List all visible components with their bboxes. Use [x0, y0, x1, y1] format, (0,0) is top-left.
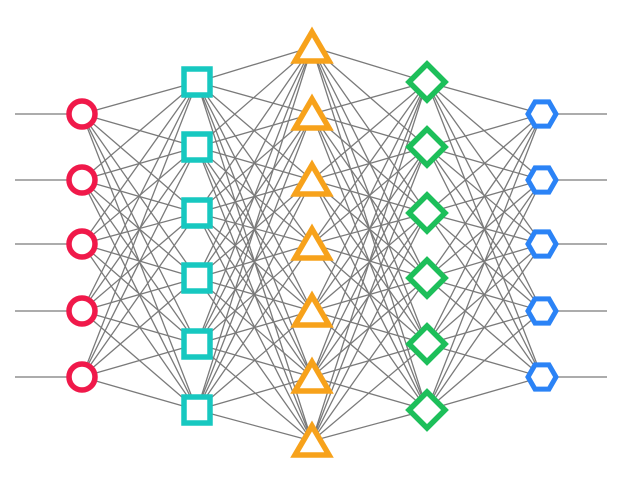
square-node [181, 328, 213, 360]
circle-node [66, 98, 98, 130]
connection-edge [196, 46, 313, 279]
square-node [181, 197, 213, 229]
connection-edge [196, 277, 313, 442]
circle-node [66, 295, 98, 327]
connection-edge [426, 113, 543, 279]
connection-edge [196, 243, 313, 411]
connection-edge [311, 81, 428, 312]
connection-edge [81, 81, 198, 115]
connection-edge [311, 81, 428, 442]
connection-edge [81, 212, 198, 378]
connection-edge [426, 243, 543, 411]
triangle-node [290, 223, 334, 261]
triangle-node [290, 26, 334, 64]
connection-edge [311, 81, 428, 115]
connection-edge [196, 46, 313, 214]
diamond-node [405, 60, 449, 104]
connection-edge [426, 81, 543, 115]
connection-edge [196, 409, 313, 442]
connection-edge [81, 376, 198, 411]
connection-edge [81, 81, 198, 245]
connection-edge [426, 113, 543, 411]
circle-node [66, 228, 98, 260]
connection-edge [196, 81, 313, 115]
connection-edge [81, 146, 198, 378]
hexagon-node [525, 229, 559, 259]
connection-edge [196, 46, 313, 83]
connection-edge [311, 409, 428, 442]
hexagon-node [525, 165, 559, 195]
connection-edge [426, 376, 543, 411]
connection-edge [426, 113, 543, 214]
connection-edge [196, 46, 313, 345]
square-node [181, 131, 213, 163]
connection-edge [426, 310, 543, 411]
diamond-node [405, 256, 449, 300]
connection-edge [196, 46, 313, 411]
connection-edge [81, 81, 198, 312]
connection-edge [311, 212, 428, 442]
connection-edge [311, 46, 428, 83]
connection-edge [81, 343, 198, 378]
connection-edge [311, 81, 428, 245]
connection-edge [311, 343, 428, 442]
connection-edge [311, 81, 428, 181]
diamond-node [405, 191, 449, 235]
square-node [181, 262, 213, 294]
hexagon-node [525, 296, 559, 326]
connection-edge [426, 113, 543, 148]
triangle-node [290, 290, 334, 328]
square-node [181, 66, 213, 98]
square-node [181, 394, 213, 426]
connection-edge [311, 81, 428, 378]
nodes [66, 26, 559, 458]
triangle-node [290, 356, 334, 394]
diamond-node [405, 125, 449, 169]
connection-edge [426, 113, 543, 345]
circle-node [66, 164, 98, 196]
connection-edge [426, 179, 543, 411]
circle-node [66, 361, 98, 393]
connection-edge [81, 81, 198, 378]
connection-edge [81, 81, 198, 181]
connection-edge [311, 277, 428, 442]
hexagon-node [525, 362, 559, 392]
connection-edge [196, 376, 313, 411]
triangle-node [290, 420, 334, 458]
triangle-node [290, 93, 334, 131]
connection-edge [81, 277, 198, 378]
diamond-node [405, 388, 449, 432]
connection-edge [196, 113, 313, 411]
diamond-node [405, 322, 449, 366]
hexagon-node [525, 99, 559, 129]
connection-edge [196, 179, 313, 411]
triangle-node [290, 159, 334, 197]
